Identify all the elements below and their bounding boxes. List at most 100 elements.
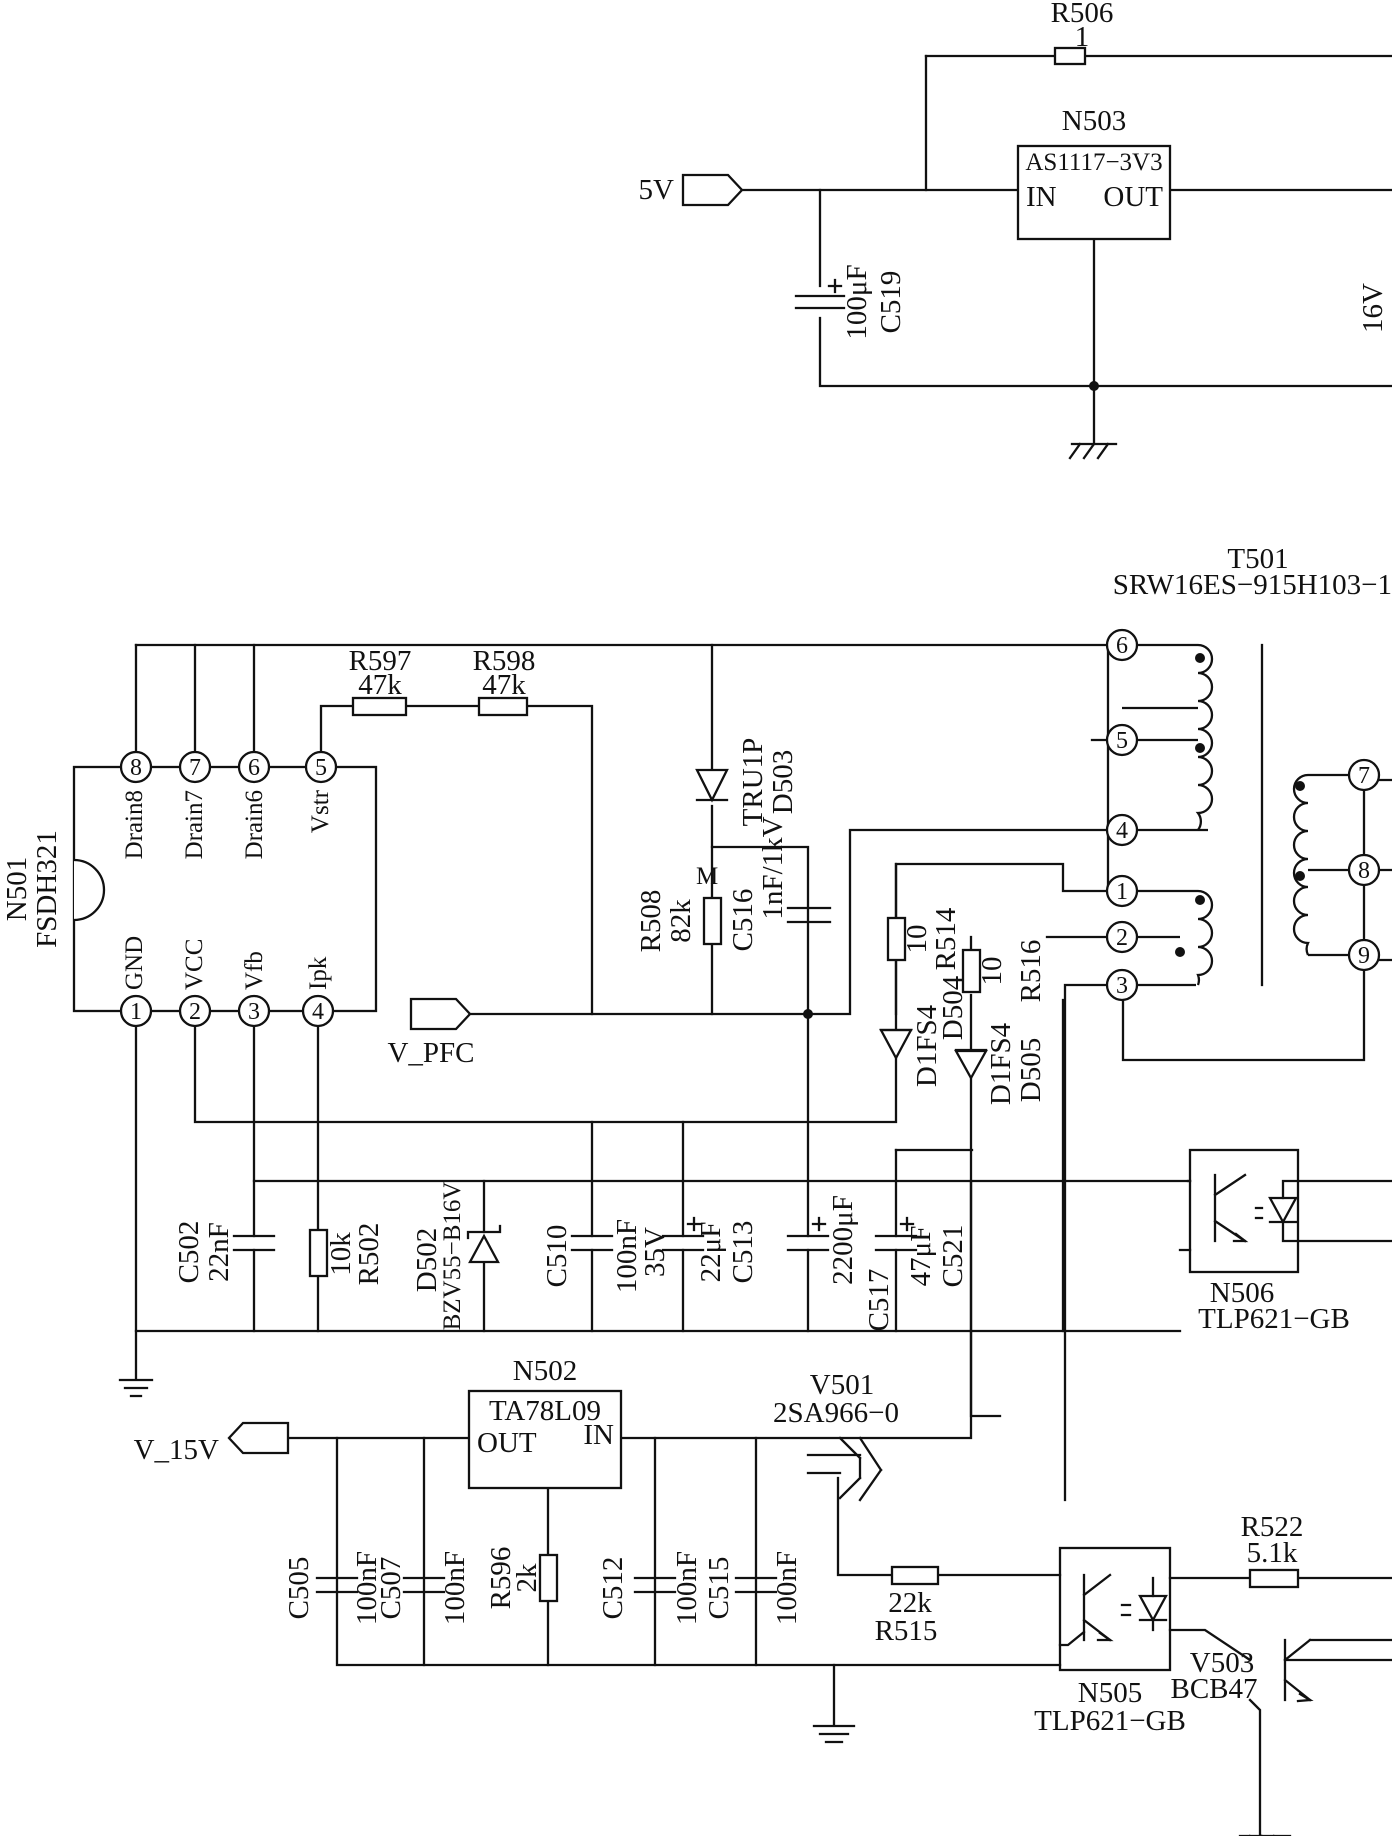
c519-ref: C519: [875, 271, 907, 334]
n501-part: FSDH321: [31, 830, 63, 948]
c502-value: 22nF: [203, 1222, 235, 1282]
r502-ref: R502: [353, 1223, 385, 1286]
n506-ref: N506: [1210, 1277, 1274, 1309]
d504-part: D1FS4: [911, 1004, 943, 1087]
n501-bottom-pins: [119, 994, 335, 1028]
n503-pin-in: IN: [1026, 181, 1057, 213]
c505-value: 100nF: [351, 1551, 383, 1625]
n502-pin-out: OUT: [477, 1427, 537, 1459]
capacitor-c502: [232, 1234, 276, 1252]
junction-dot: [803, 1009, 813, 1019]
wiring-primary: [134, 643, 1392, 1502]
c512-ref: C512: [597, 1557, 629, 1620]
r514-ref: R514: [930, 907, 962, 970]
n501-label-drain8: Drain8: [121, 790, 148, 859]
capacitor-c519: [794, 278, 846, 310]
optocoupler-n505: [1058, 1546, 1172, 1672]
r502-value: 10k: [325, 1232, 357, 1276]
ic-n501-notch: [73, 858, 106, 922]
n502-part: TA78L09: [489, 1395, 601, 1427]
r508-value: 82k: [665, 899, 697, 943]
r597-ref: R597: [349, 645, 412, 677]
c505-ref: C505: [283, 1557, 315, 1620]
v503-part: BCB47: [1170, 1673, 1257, 1705]
c519-value: 100μF: [841, 264, 873, 339]
n501-pin-5: 5: [315, 755, 327, 781]
c517-value: 2200μF: [827, 1195, 859, 1285]
port-v-pfc: [409, 997, 472, 1031]
d505-ref: D505: [1015, 1038, 1047, 1102]
wiring-filter-bank: [252, 998, 1065, 1333]
capacitor-c521: [874, 1216, 918, 1252]
r596-value: 2k: [511, 1563, 543, 1593]
c513-value: 22μF: [695, 1222, 727, 1283]
n505-part: TLP621−GB: [1034, 1705, 1186, 1737]
net-v-pfc-label: V_PFC: [387, 1037, 474, 1069]
r508-ref: R508: [635, 890, 667, 953]
transistor-v503: [1283, 1638, 1392, 1703]
r516-ref: R516: [1015, 940, 1047, 1003]
t501-pin-4: 4: [1116, 818, 1128, 844]
c502-ref: C502: [173, 1221, 205, 1284]
resistor-r522: [1248, 1568, 1300, 1589]
r522-ref: R522: [1241, 1511, 1304, 1543]
diode-d504: [879, 1028, 913, 1061]
port-v-15v: [227, 1421, 290, 1455]
capacitor-c510: [570, 1234, 614, 1252]
wiring-top: [740, 54, 1392, 446]
n506-part: TLP621−GB: [1198, 1303, 1350, 1335]
r598-ref: R598: [473, 645, 536, 677]
resistor-r516: [961, 948, 982, 994]
r508-suffix: M: [696, 863, 718, 890]
n501-label-vcc: VCC: [181, 939, 208, 990]
t501-pin-5: 5: [1116, 728, 1128, 754]
c516-value: 1nF/1kV: [757, 816, 789, 919]
zener-d502: [466, 1224, 502, 1264]
t501-polarity-dots: [1175, 653, 1305, 957]
diode-d505: [954, 1048, 988, 1081]
optocoupler-n506: [1178, 1148, 1392, 1274]
r522-value: 5.1k: [1247, 1537, 1298, 1569]
c510-ref: C510: [541, 1225, 573, 1288]
r515-value: 22k: [888, 1587, 932, 1619]
resistor-r514: [886, 916, 907, 962]
n501-label-gnd: GND: [121, 936, 148, 990]
t501-pin-9: 9: [1358, 943, 1370, 969]
n501-pin-4: 4: [312, 999, 324, 1025]
resistor-r515: [890, 1565, 940, 1586]
regulator-n502: [467, 1389, 623, 1490]
d502-ref: D502: [411, 1228, 443, 1292]
port-5v: [681, 173, 744, 207]
t501-pin-3: 3: [1116, 973, 1128, 999]
capacitor-c517: [786, 1216, 830, 1252]
c521-value: 47μF: [905, 1226, 937, 1287]
r514-value: 10: [901, 925, 933, 954]
ground-symbol: [1068, 442, 1118, 460]
capacitor-c512: [633, 1576, 677, 1594]
c510-value: 100nF: [611, 1219, 643, 1293]
n501-label-drain7: Drain7: [181, 790, 208, 859]
d504-ref: D504: [937, 975, 969, 1040]
resistor-r597: [351, 696, 408, 717]
c515-value: 100nF: [771, 1551, 803, 1625]
n501-pin-6: 6: [248, 755, 260, 781]
t501-pin-circles: [1105, 628, 1381, 1002]
diode-d503: [695, 768, 729, 803]
c512-value: 100nF: [671, 1551, 703, 1625]
n501-label-vfb: Vfb: [241, 951, 268, 990]
t501-pin-7: 7: [1358, 763, 1370, 789]
r598-value: 47k: [482, 669, 526, 701]
capacitor-c507: [402, 1576, 446, 1594]
r516-value: 10: [976, 957, 1008, 986]
v501-part: 2SA966−0: [773, 1397, 899, 1429]
net-16v-label: 16V: [1357, 283, 1389, 333]
n501-pin-3: 3: [248, 999, 260, 1025]
r596-ref: R596: [485, 1547, 517, 1610]
resistor-r502: [308, 1228, 329, 1278]
capacitor-c505: [315, 1576, 359, 1594]
v503-ref: V503: [1190, 1647, 1254, 1679]
d505-part: D1FS4: [985, 1022, 1017, 1105]
v501-ref: V501: [810, 1369, 874, 1401]
r506-value: 1: [1075, 21, 1090, 53]
t501-part: SRW16ES−915H103−1: [1113, 569, 1392, 601]
